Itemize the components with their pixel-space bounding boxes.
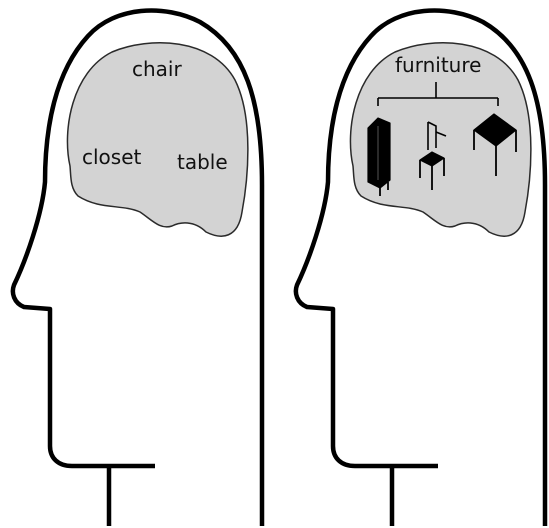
table-icon bbox=[473, 113, 517, 176]
left-word-closet: closet bbox=[82, 145, 142, 169]
closet-icon bbox=[367, 117, 391, 196]
category-bracket bbox=[377, 82, 499, 106]
right-brain-region bbox=[349, 42, 532, 237]
category-label-furniture: furniture bbox=[395, 53, 481, 77]
left-word-chair: chair bbox=[132, 57, 182, 81]
right-head: furniture bbox=[293, 8, 548, 526]
chair-icon bbox=[419, 121, 447, 190]
right-head-outline bbox=[293, 8, 548, 526]
left-brain-region bbox=[66, 42, 249, 237]
left-head: chair closet table bbox=[10, 8, 265, 526]
left-head-outline bbox=[10, 8, 265, 526]
left-word-table: table bbox=[177, 150, 228, 174]
